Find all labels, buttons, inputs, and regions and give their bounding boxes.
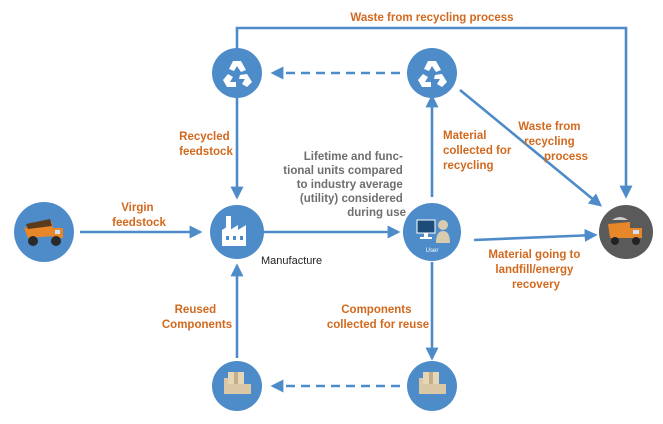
label-components-collected: Components collected for reuse: [327, 304, 429, 331]
user-label: User: [426, 248, 439, 254]
label-recycled-feedstock: Recycled feedstock: [179, 131, 233, 158]
node-box-left: [212, 361, 262, 411]
recycle-icon: [223, 61, 252, 87]
label-reused-components: Reused Components: [162, 304, 232, 331]
label-lifetime: Lifetime and func- tional units compared…: [283, 151, 406, 219]
manufacture-label: Manufacture: [261, 255, 322, 267]
label-material-collected: Material collected for recycling: [443, 130, 515, 172]
node-box-right: [407, 361, 457, 411]
label-material-landfill: Material going to landfill/energy recove…: [488, 249, 583, 291]
factory-icon: [222, 216, 246, 246]
package-box-icon: [224, 372, 251, 394]
edge-waste-right: [459, 88, 603, 207]
recycle-icon: [418, 61, 447, 87]
package-box-icon: [419, 372, 446, 394]
label-waste-top: Waste from recycling process: [350, 12, 513, 24]
node-landfill: [599, 205, 653, 259]
node-mine-truck: [14, 202, 74, 262]
edges: [80, 26, 633, 393]
label-waste-right: Waste from recycling process: [518, 121, 588, 163]
mining-truck-icon: [24, 219, 63, 246]
label-virgin-feedstock: Virgin feedstock: [112, 202, 166, 229]
node-recycle-right: [407, 48, 457, 98]
edge-landfill: [473, 228, 598, 242]
user-computer-icon: [416, 219, 450, 243]
node-recycle-left: [212, 48, 262, 98]
edge-waste-top: [235, 26, 633, 199]
node-manufacture: Manufacture: [210, 205, 322, 267]
node-user: User: [403, 203, 461, 261]
dump-truck-icon: [608, 217, 642, 245]
